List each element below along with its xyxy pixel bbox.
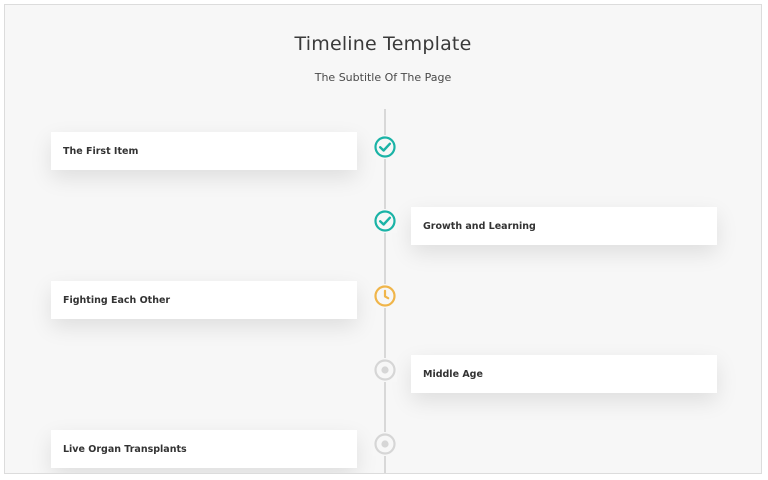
timeline-card-middle-age: Middle Age bbox=[411, 355, 717, 393]
timeline-card-growth-and-learning: Growth and Learning bbox=[411, 207, 717, 245]
timeline-card-live-organ-transplants: Live Organ Transplants bbox=[51, 430, 357, 468]
page-subtitle: The Subtitle Of The Page bbox=[314, 71, 452, 84]
dot-circle-icon bbox=[373, 432, 397, 456]
page-title: Timeline Template bbox=[294, 33, 472, 55]
check-circle-icon bbox=[373, 209, 397, 233]
dot-circle-icon bbox=[373, 358, 397, 382]
check-circle-icon bbox=[373, 135, 397, 159]
timeline-card-first-item: The First Item bbox=[51, 132, 357, 170]
timeline-card-fighting-each-other: Fighting Each Other bbox=[51, 281, 357, 319]
timeline-card-label: Fighting Each Other bbox=[63, 294, 171, 306]
timeline-card-label: The First Item bbox=[63, 145, 139, 157]
timeline-card-label: Growth and Learning bbox=[423, 220, 536, 232]
timeline-card-label: Middle Age bbox=[423, 368, 483, 380]
timeline-card-label: Live Organ Transplants bbox=[63, 443, 187, 455]
clock-icon bbox=[373, 284, 397, 308]
timeline-page: Timeline Template The Subtitle Of The Pa… bbox=[4, 4, 762, 474]
